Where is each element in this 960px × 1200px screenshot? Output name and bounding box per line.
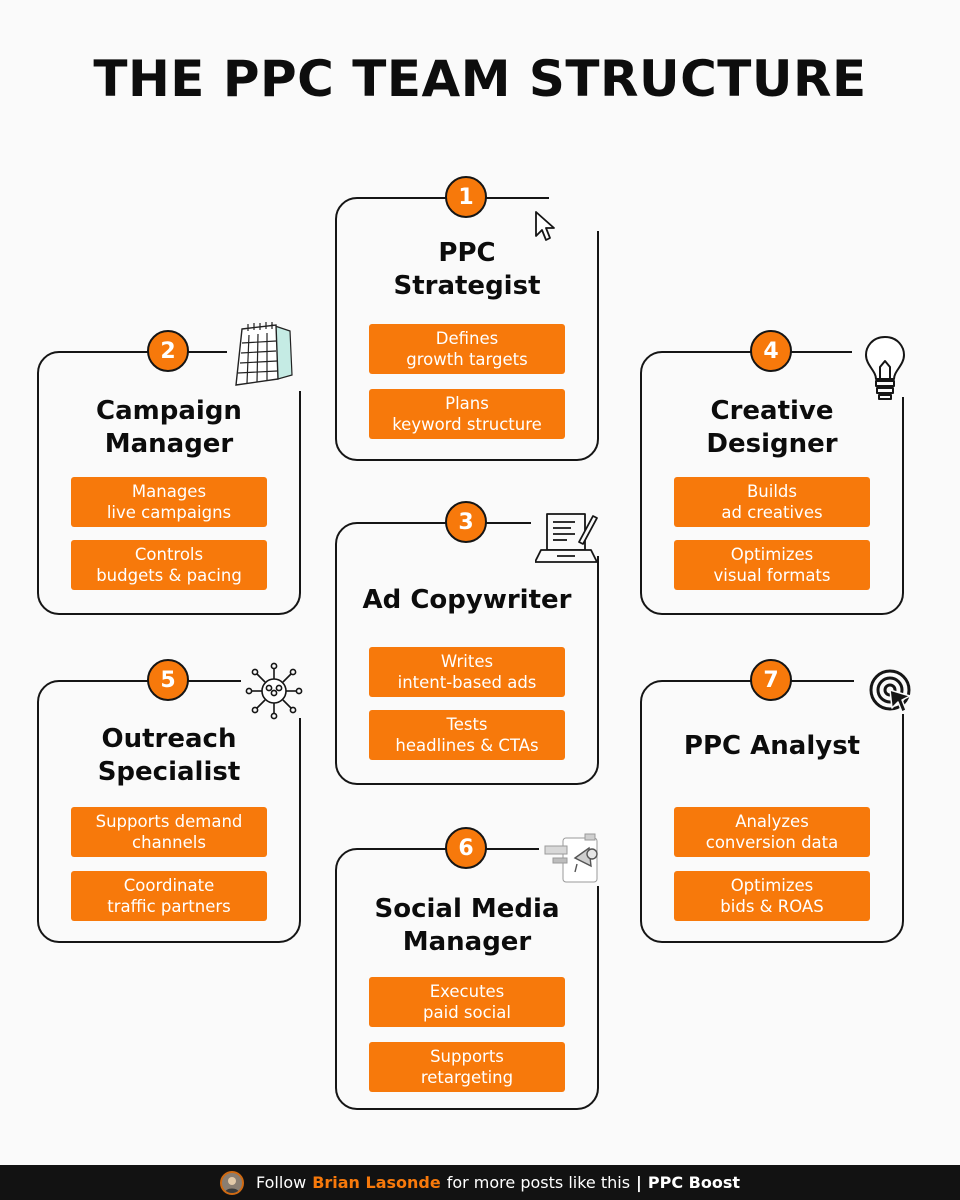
card-ppc-strategist: 1 PPC Strategist Defines growth targets … [335, 176, 601, 461]
task-pill: Plans keyword structure [369, 389, 565, 439]
task-pill: Controls budgets & pacing [71, 540, 267, 590]
laptop-writing-icon [535, 513, 598, 563]
task-pill: Supports retargeting [369, 1042, 565, 1092]
card-title: PPC Strategist [335, 237, 599, 303]
social-post-icon [544, 833, 598, 883]
task-pill: Executes paid social [369, 977, 565, 1027]
card-title: Social Media Manager [335, 893, 599, 959]
task-pill: Tests headlines & CTAs [369, 710, 565, 760]
task-pill: Defines growth targets [369, 324, 565, 374]
footer-prefix: Follow [256, 1173, 307, 1192]
lightbulb-icon [865, 336, 905, 400]
page-title: THE PPC TEAM STRUCTURE [93, 50, 867, 108]
card-ppc-analyst: 7 PPC Analyst Analyzes conversion data O… [640, 659, 911, 943]
card-title-line-1: Campaign [96, 396, 242, 426]
target-icon [869, 669, 911, 713]
card-ad-copywriter: 3 Ad Copywriter Writes intent-based ads … [335, 501, 601, 785]
card-creative-designer: 4 Creative Designer Builds ad creatives … [640, 330, 906, 615]
card-title-line-2: Manager [104, 429, 234, 459]
step-number-badge: 7 [750, 659, 792, 701]
task-pill: Supports demand channels [71, 807, 267, 857]
network-people-icon [245, 662, 303, 720]
step-number-badge: 4 [750, 330, 792, 372]
card-title-line-1: Outreach [101, 724, 237, 754]
task-pill: Optimizes visual formats [674, 540, 870, 590]
card-title: Creative Designer [640, 395, 904, 461]
card-title-line-2: Designer [706, 429, 838, 459]
step-number-badge: 3 [445, 501, 487, 543]
card-title-line-1: Ad Copywriter [362, 585, 572, 615]
footer-bar: Follow Brian Lasonde for more posts like… [0, 1165, 960, 1200]
task-pill: Coordinate traffic partners [71, 871, 267, 921]
calendar-icon [235, 322, 293, 386]
step-number-badge: 6 [445, 827, 487, 869]
cursor-icon [535, 211, 555, 241]
task-pill: Analyzes conversion data [674, 807, 870, 857]
footer-middle: for more posts like this [446, 1173, 631, 1192]
card-title: Ad Copywriter [335, 584, 599, 617]
footer-separator: | [636, 1173, 642, 1192]
card-title-line-1: PPC Analyst [683, 731, 861, 761]
step-number-badge: 5 [147, 659, 189, 701]
step-number-badge: 2 [147, 330, 189, 372]
author-link[interactable]: Brian Lasonde [312, 1173, 441, 1192]
card-outreach-specialist: 5 Outreach Specialist Supports demand ch… [37, 659, 303, 943]
task-pill: Manages live campaigns [71, 477, 267, 527]
card-title-line-1: Social Media [374, 894, 560, 924]
task-pill: Builds ad creatives [674, 477, 870, 527]
border-gap [549, 191, 601, 231]
card-campaign-manager: 2 Campaign Manager Manages live campaign… [37, 322, 303, 615]
card-title: Campaign Manager [37, 395, 301, 461]
card-title-line-2: Specialist [97, 757, 241, 787]
step-number-badge: 1 [445, 176, 487, 218]
task-pill: Optimizes bids & ROAS [674, 871, 870, 921]
card-title: Outreach Specialist [37, 723, 301, 789]
avatar [220, 1170, 244, 1195]
card-title: PPC Analyst [640, 730, 904, 763]
card-title-line-2: Manager [402, 927, 532, 957]
card-social-media-manager: 6 Social Media Manager Executes paid soc… [335, 827, 601, 1110]
avatar-person-icon [225, 1176, 239, 1193]
card-title-line-2: Strategist [393, 271, 541, 301]
card-title-line-1: PPC [438, 238, 496, 268]
brand-name: PPC Boost [647, 1173, 740, 1192]
card-title-line-1: Creative [710, 396, 834, 426]
task-pill: Writes intent-based ads [369, 647, 565, 697]
